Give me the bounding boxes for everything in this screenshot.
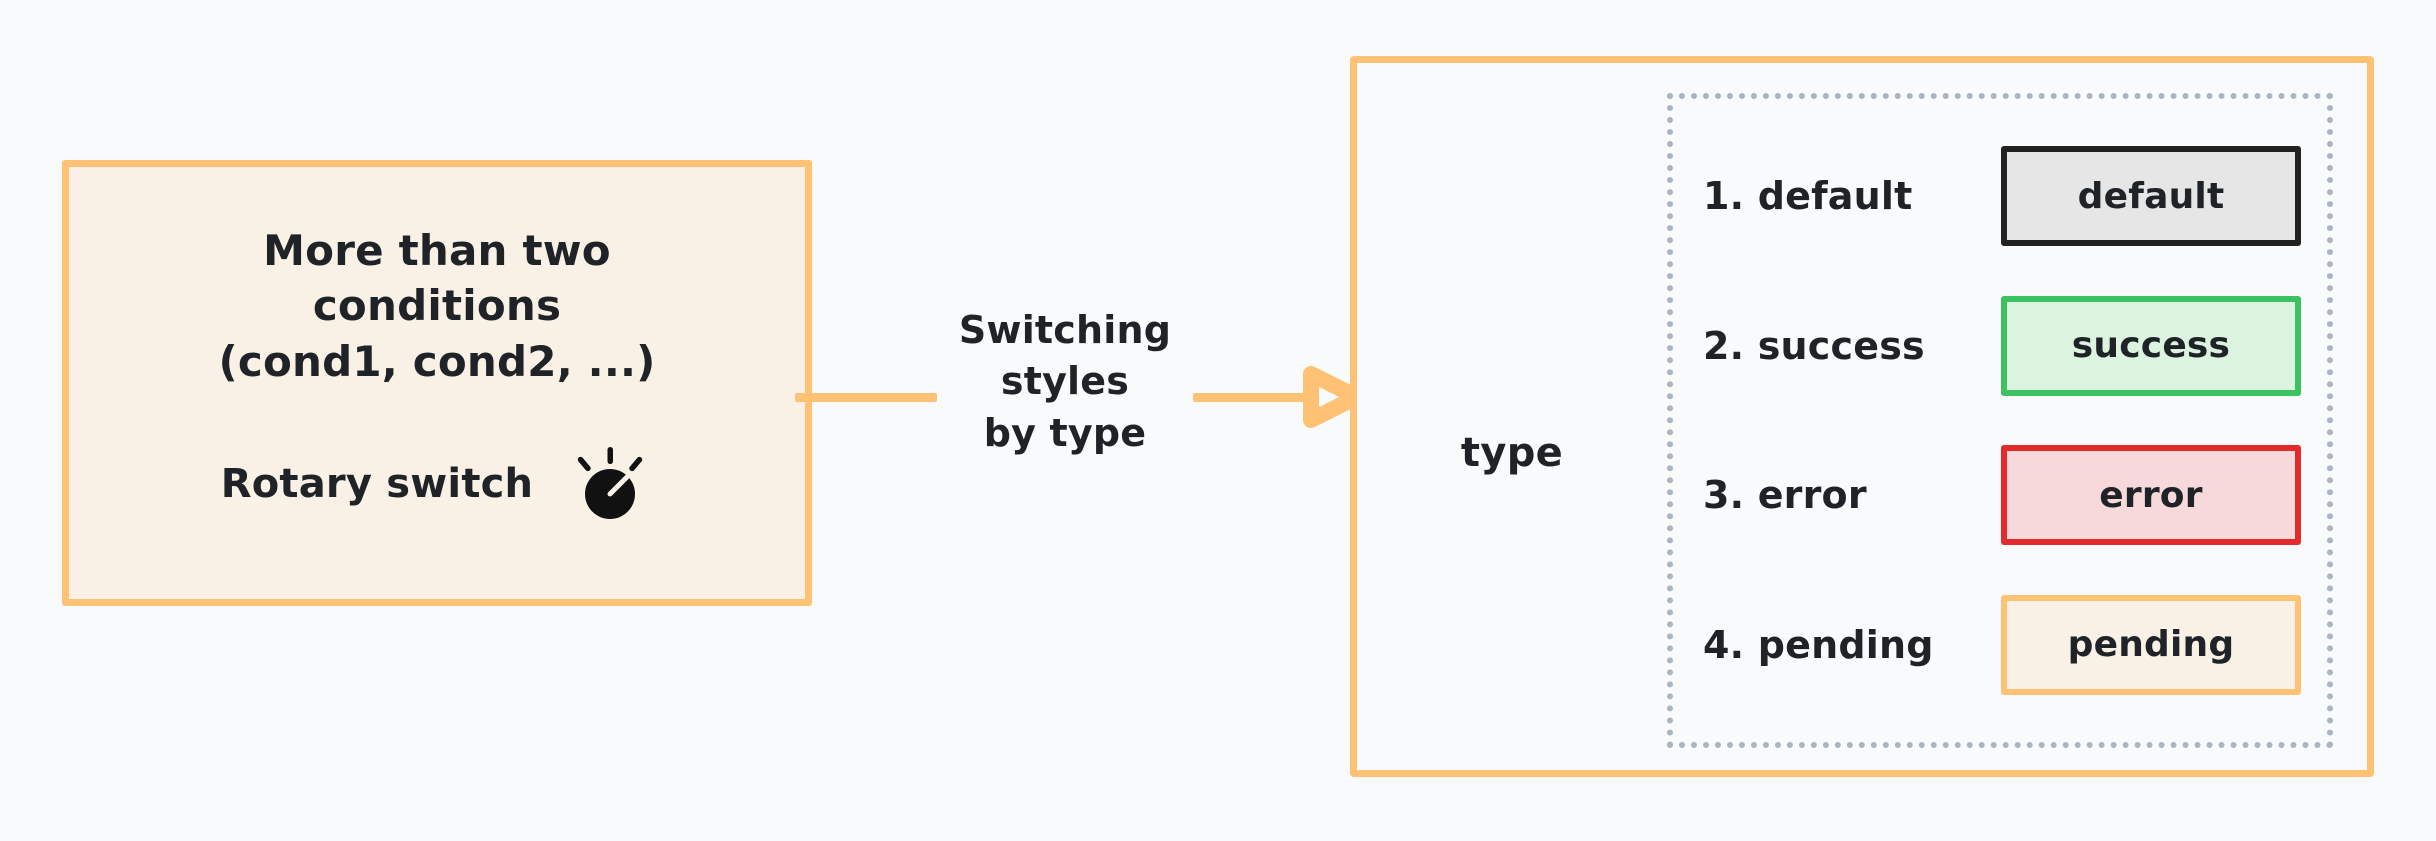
condition-title-line-1: More than two	[263, 226, 611, 275]
connector-label-line-1: Switching	[958, 308, 1172, 352]
connector-segment-left	[795, 393, 937, 402]
connector-label-line-3: by type	[983, 410, 1147, 455]
condition-title-line-3: (cond1, cond2, ...)	[218, 336, 656, 386]
condition-title-line-2: conditions	[312, 281, 562, 331]
type-option-row-success[interactable]: 2. success success	[1695, 283, 2301, 409]
type-options-group: 1. default default 2. success success 3.…	[1667, 93, 2333, 748]
badge-error: error	[2001, 445, 2301, 546]
type-option-label: 4. pending	[1703, 622, 1934, 667]
connector-segment-right	[1193, 393, 1317, 402]
badge-default: default	[2001, 146, 2301, 246]
condition-card-title: More than two conditions (cond1, cond2, …	[218, 223, 655, 389]
connector-label-line-2: styles	[1000, 359, 1130, 404]
type-option-label: 3. error	[1703, 473, 1867, 518]
type-option-row-default[interactable]: 1. default default	[1695, 133, 2301, 259]
condition-card: More than two conditions (cond1, cond2, …	[62, 160, 812, 606]
badge-pending: pending	[2001, 594, 2301, 695]
type-panel: type 1. default default 2. success succe…	[1350, 56, 2374, 777]
type-option-row-pending[interactable]: 4. pending pending	[1695, 582, 2301, 708]
badge-success: success	[2001, 295, 2301, 396]
type-options-list: 1. default default 2. success success 3.…	[1673, 99, 2327, 742]
connector-label: Switching styles by type	[937, 305, 1193, 459]
type-option-row-error[interactable]: 3. error error	[1695, 432, 2301, 558]
type-option-label: 2. success	[1703, 323, 1925, 368]
rotary-switch-label: Rotary switch	[220, 461, 534, 508]
rotary-switch-row: Rotary switch	[221, 441, 654, 527]
type-option-label: 1. default	[1703, 174, 1913, 218]
arrow-right-icon	[1303, 366, 1365, 428]
type-panel-label: type	[1460, 430, 1564, 476]
rotary-switch-icon	[578, 447, 643, 520]
